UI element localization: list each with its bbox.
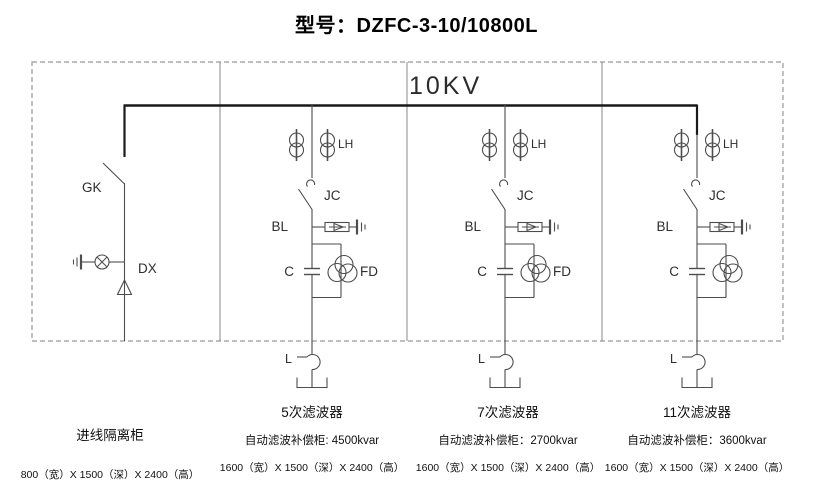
cabinet-name: 7次滤波器 <box>477 405 539 420</box>
contactor-label: JC <box>324 188 341 203</box>
contactor-symbol <box>683 179 701 210</box>
disconnector-label: GK <box>82 180 102 195</box>
cabinet-rating: 自动滤波补偿柜: 4500kvar <box>244 435 380 447</box>
ground-symbol <box>740 219 751 235</box>
cabinet-rating: 自动滤波补偿柜：2700kvar <box>438 435 578 447</box>
capacitor-symbol <box>304 244 320 341</box>
reactor-symbol <box>296 341 328 389</box>
capacitor-label: C <box>669 264 679 279</box>
filter-11th-caption: 11次滤波器 自动滤波补偿柜：3600kvar 1600（宽）X 1500（深）… <box>605 401 789 475</box>
capacitor-symbol <box>497 244 513 341</box>
cabinet-size: 1600（宽）X 1500（深）X 2400（高） <box>415 462 601 474</box>
arrester-label: BL <box>656 219 673 234</box>
cable-terminal-symbol <box>116 278 133 296</box>
contactor-label: JC <box>517 188 534 203</box>
reactor-label: L <box>478 352 485 366</box>
discharge-coil-symbol <box>505 243 551 299</box>
ct-symbol <box>288 129 336 161</box>
ct-symbol <box>673 129 721 161</box>
disconnector-gk-symbol <box>102 162 125 184</box>
reactor-label: L <box>285 352 292 366</box>
ct-label: LH <box>723 137 738 151</box>
page-title: 型号：DZFC-3-10/10800L <box>295 15 538 37</box>
contactor-symbol <box>491 179 509 210</box>
filter-7th-circuit <box>481 105 559 389</box>
arrester-symbol <box>697 219 751 235</box>
ct-label: LH <box>338 137 353 151</box>
live-display-label: DX <box>138 261 157 276</box>
arrester-label: BL <box>271 219 288 234</box>
arrester-symbol <box>312 219 366 235</box>
ct-label: LH <box>531 137 546 151</box>
arrester-symbol <box>505 219 559 235</box>
reactor-symbol <box>681 341 713 389</box>
contactor-label: JC <box>709 188 726 203</box>
capacitor-label: C <box>284 264 294 279</box>
discharge-coil-symbol <box>697 243 743 299</box>
incoming-caption: 进线隔离柜 800（宽）X 1500（深）X 2400（高） <box>21 424 200 482</box>
reactor-label: L <box>670 352 677 366</box>
contactor-symbol <box>298 179 316 210</box>
incoming-cabinet-circuit <box>72 162 133 341</box>
filter-7th-caption: 7次滤波器 自动滤波补偿柜：2700kvar 1600（宽）X 1500（深）X… <box>416 401 600 475</box>
cabinet-name: 11次滤波器 <box>662 405 732 420</box>
cabinet-name: 进线隔离柜 <box>76 428 144 443</box>
arrester-label: BL <box>464 219 481 234</box>
cabinet-outline <box>31 61 784 342</box>
discharge-coil-label: FD <box>360 264 378 279</box>
cabinet-rating: 自动滤波补偿柜：3600kvar <box>627 435 767 447</box>
ct-symbol <box>481 129 529 161</box>
capacitor-symbol <box>689 244 705 341</box>
discharge-coil-symbol <box>312 243 358 299</box>
discharge-coil-label: FD <box>553 264 571 279</box>
filter-5th-circuit <box>288 105 366 389</box>
ground-symbol <box>355 219 366 235</box>
reactor-symbol <box>489 341 521 389</box>
cabinet-size: 1600（宽）X 1500（深）X 2400（高） <box>604 462 790 474</box>
cabinet-size: 800（宽）X 1500（深）X 2400（高） <box>20 469 200 481</box>
filter-5th-caption: 5次滤波器 自动滤波补偿柜: 4500kvar 1600（宽）X 1500（深）… <box>220 401 404 475</box>
capacitor-label: C <box>477 264 487 279</box>
busbar-10kv <box>123 104 699 157</box>
bus-voltage-label: 10KV <box>409 72 483 100</box>
ground-symbol <box>72 254 83 270</box>
cabinet-size: 1600（宽）X 1500（深）X 2400（高） <box>219 462 405 474</box>
indicator-lamp-symbol <box>81 254 125 270</box>
filter-11th-circuit <box>673 129 751 389</box>
cabinet-name: 5次滤波器 <box>281 405 343 420</box>
ground-symbol <box>548 219 559 235</box>
